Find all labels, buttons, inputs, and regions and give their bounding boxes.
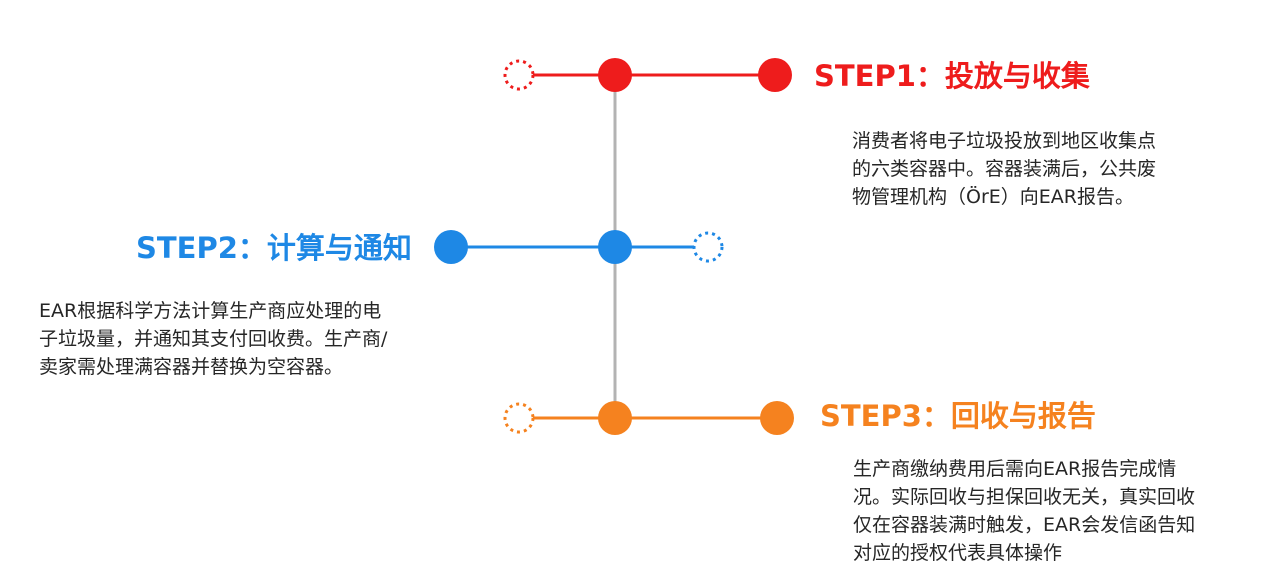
step3-dotted-node: [503, 402, 535, 434]
step3-center-node: [598, 401, 632, 435]
step2-connector: [434, 230, 724, 264]
step3-end-node: [760, 401, 794, 435]
step1-description-line: 物管理机构（ÖrE）向EAR报告。: [852, 186, 1134, 208]
step1-description-line: 的六类容器中。容器装满后，公共废: [852, 158, 1157, 180]
step1-description: 消费者将电子垃圾投放到地区收集点 的六类容器中。容器装满后，公共废 物管理机构（…: [852, 127, 1156, 211]
step2-description: EAR根据科学方法计算生产商应处理的电 子垃圾量，并通知其支付回收费。生产商/ …: [39, 297, 387, 381]
step2-description-line: EAR根据科学方法计算生产商应处理的电: [39, 300, 382, 322]
step1-connector: [503, 58, 792, 92]
step2-description-line: 卖家需处理满容器并替换为空容器。: [39, 356, 344, 378]
step3-description-line: 仅在容器装满时触发，EAR会发信函告知: [853, 514, 1196, 536]
step2-dotted-node: [692, 231, 724, 263]
step1-description-line: 消费者将电子垃圾投放到地区收集点: [852, 130, 1157, 152]
step1-dotted-node: [503, 59, 535, 91]
step1-title: STEP1：投放与收集: [814, 59, 1090, 93]
step1-center-node: [598, 58, 632, 92]
step3-description-line: 对应的授权代表具体操作: [853, 542, 1063, 564]
step2-center-node: [598, 230, 632, 264]
step3-description: 生产商缴纳费用后需向EAR报告完成情 况。实际回收与担保回收无关，真实回收 仅在…: [853, 455, 1195, 567]
step1-end-node: [758, 58, 792, 92]
step3-connector: [503, 401, 794, 435]
step3-title: STEP3：回收与报告: [820, 399, 1096, 433]
step2-title: STEP2：计算与通知: [136, 231, 412, 265]
step2-end-node: [434, 230, 468, 264]
step2-description-line: 子垃圾量，并通知其支付回收费。生产商/: [39, 328, 388, 350]
step3-description-line: 生产商缴纳费用后需向EAR报告完成情: [853, 458, 1177, 480]
step3-description-line: 况。实际回收与担保回收无关，真实回收: [853, 486, 1196, 508]
